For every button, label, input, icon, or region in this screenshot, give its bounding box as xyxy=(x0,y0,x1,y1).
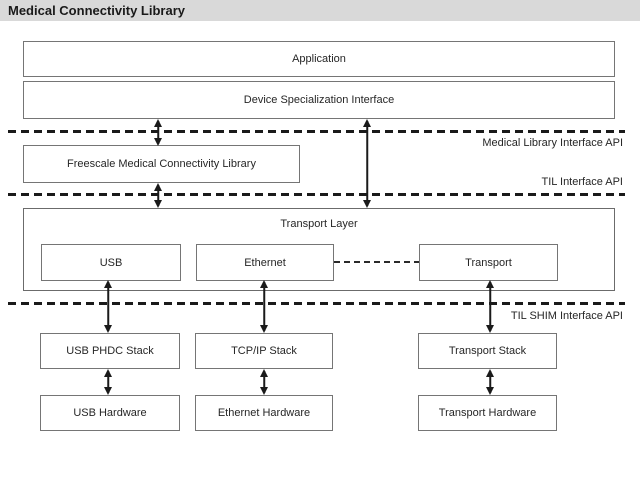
ethernet-box: Ethernet xyxy=(196,244,334,281)
transport-hardware-box: Transport Hardware xyxy=(418,395,557,431)
transport-box: Transport xyxy=(419,244,558,281)
arrow-stem xyxy=(263,282,265,331)
transport-layer-box: Transport Layer USB Ethernet Transport xyxy=(23,208,615,291)
arrowhead-up-icon xyxy=(486,280,494,288)
arrow-dsi-to-freescale xyxy=(153,119,163,146)
ethernet-hardware-label: Ethernet Hardware xyxy=(217,407,311,419)
transport-stack-box: Transport Stack xyxy=(418,333,557,369)
arrow-stem xyxy=(489,371,491,393)
transport-layer-label: Transport Layer xyxy=(280,218,358,230)
ethernet-label: Ethernet xyxy=(244,256,286,269)
tcpip-stack-label: TCP/IP Stack xyxy=(231,345,297,357)
usb-hardware-box: USB Hardware xyxy=(40,395,180,431)
arrow-tcpip-stack-to-ethernet-hardware xyxy=(259,369,269,395)
medical-library-api-label: Medical Library Interface API xyxy=(482,137,623,149)
arrowhead-up-icon xyxy=(104,369,112,377)
arrow-stem xyxy=(489,282,491,331)
arrowhead-up-icon xyxy=(486,369,494,377)
device-specialization-interface-label: Device Specialization Interface xyxy=(243,94,395,106)
application-box: Application xyxy=(23,41,615,77)
arrow-stem xyxy=(157,185,159,206)
arrowhead-down-icon xyxy=(154,138,162,146)
usb-box: USB xyxy=(41,244,181,281)
arrow-usb-phdc-stack-to-usb-hardware xyxy=(103,369,113,395)
transport-label: Transport xyxy=(465,256,512,269)
arrow-stem xyxy=(107,371,109,393)
arrowhead-down-icon xyxy=(486,387,494,395)
freescale-library-label: Freescale Medical Connectivity Library xyxy=(67,158,256,170)
tcpip-stack-box: TCP/IP Stack xyxy=(195,333,333,369)
medical-library-api-boundary-line xyxy=(8,130,625,133)
ethernet-transport-dashed-connector xyxy=(334,261,419,263)
arrowhead-up-icon xyxy=(363,119,371,127)
arrow-stem xyxy=(157,121,159,144)
arrow-freescale-to-transport-layer xyxy=(153,183,163,208)
transport-hardware-label: Transport Hardware xyxy=(438,407,537,419)
transport-stack-label: Transport Stack xyxy=(448,345,527,357)
arrowhead-up-icon xyxy=(154,119,162,127)
title-bar: Medical Connectivity Library xyxy=(0,0,640,21)
til-api-boundary-line xyxy=(8,193,625,196)
arrowhead-down-icon xyxy=(154,200,162,208)
arrowhead-down-icon xyxy=(104,325,112,333)
application-label: Application xyxy=(292,53,346,65)
arrow-stem xyxy=(263,371,265,393)
arrow-usb-to-usb-phdc-stack xyxy=(103,280,113,333)
arrowhead-down-icon xyxy=(104,387,112,395)
arrowhead-down-icon xyxy=(363,200,371,208)
arrowhead-up-icon xyxy=(154,183,162,191)
til-shim-api-boundary-line xyxy=(8,302,625,305)
arrow-ethernet-to-tcpip-stack xyxy=(259,280,269,333)
usb-hardware-label: USB Hardware xyxy=(73,407,147,419)
til-api-label: TIL Interface API xyxy=(541,176,623,188)
arrowhead-down-icon xyxy=(260,387,268,395)
arrow-dsi-to-transport-layer xyxy=(362,119,372,208)
ethernet-hardware-box: Ethernet Hardware xyxy=(195,395,333,431)
arrow-transport-stack-to-transport-hardware xyxy=(485,369,495,395)
usb-phdc-stack-label: USB PHDC Stack xyxy=(66,345,154,357)
arrow-stem xyxy=(366,121,368,206)
freescale-library-box: Freescale Medical Connectivity Library xyxy=(23,145,300,183)
usb-phdc-stack-box: USB PHDC Stack xyxy=(40,333,180,369)
arrowhead-down-icon xyxy=(486,325,494,333)
arrow-transport-to-transport-stack xyxy=(485,280,495,333)
arrowhead-up-icon xyxy=(260,280,268,288)
device-specialization-interface-box: Device Specialization Interface xyxy=(23,81,615,119)
arrowhead-up-icon xyxy=(104,280,112,288)
usb-label: USB xyxy=(99,256,123,269)
til-shim-api-label: TIL SHIM Interface API xyxy=(510,310,623,322)
arrowhead-up-icon xyxy=(260,369,268,377)
arrowhead-down-icon xyxy=(260,325,268,333)
page-title: Medical Connectivity Library xyxy=(8,3,185,18)
arrow-stem xyxy=(107,282,109,331)
